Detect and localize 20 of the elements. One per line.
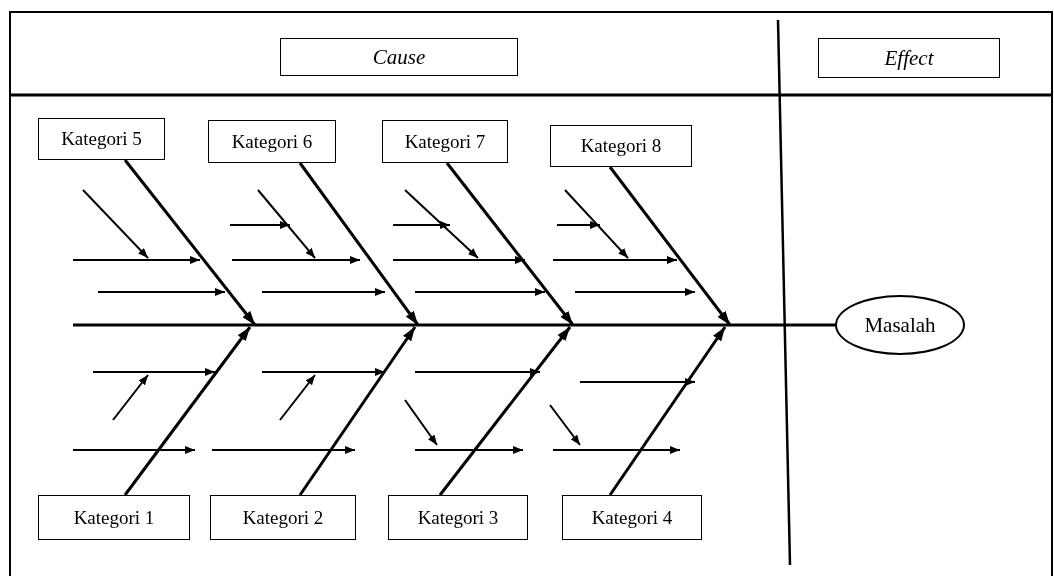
category-box: Kategori 1 — [38, 495, 190, 540]
bone-arrow — [123, 326, 252, 496]
bone-arrow — [123, 159, 257, 326]
bone-arrow — [445, 162, 575, 326]
bone-arrow — [298, 326, 417, 496]
category-box: Kategori 5 — [38, 118, 165, 160]
category-box: Kategori 8 — [550, 125, 692, 167]
category-box: Kategori 3 — [388, 495, 528, 540]
category-box: Kategori 6 — [208, 120, 336, 163]
problem-ellipse: Masalah — [835, 295, 965, 355]
category-box: Kategori 2 — [210, 495, 356, 540]
bone-arrow — [438, 326, 572, 496]
category-box: Kategori 4 — [562, 495, 702, 540]
bone-arrow — [608, 326, 727, 496]
bone-arrow — [608, 166, 732, 326]
header-box: Cause — [280, 38, 518, 76]
header-box: Effect — [818, 38, 1000, 78]
bone-arrow — [298, 162, 420, 326]
spine-line — [73, 323, 835, 327]
category-box: Kategori 7 — [382, 120, 508, 163]
